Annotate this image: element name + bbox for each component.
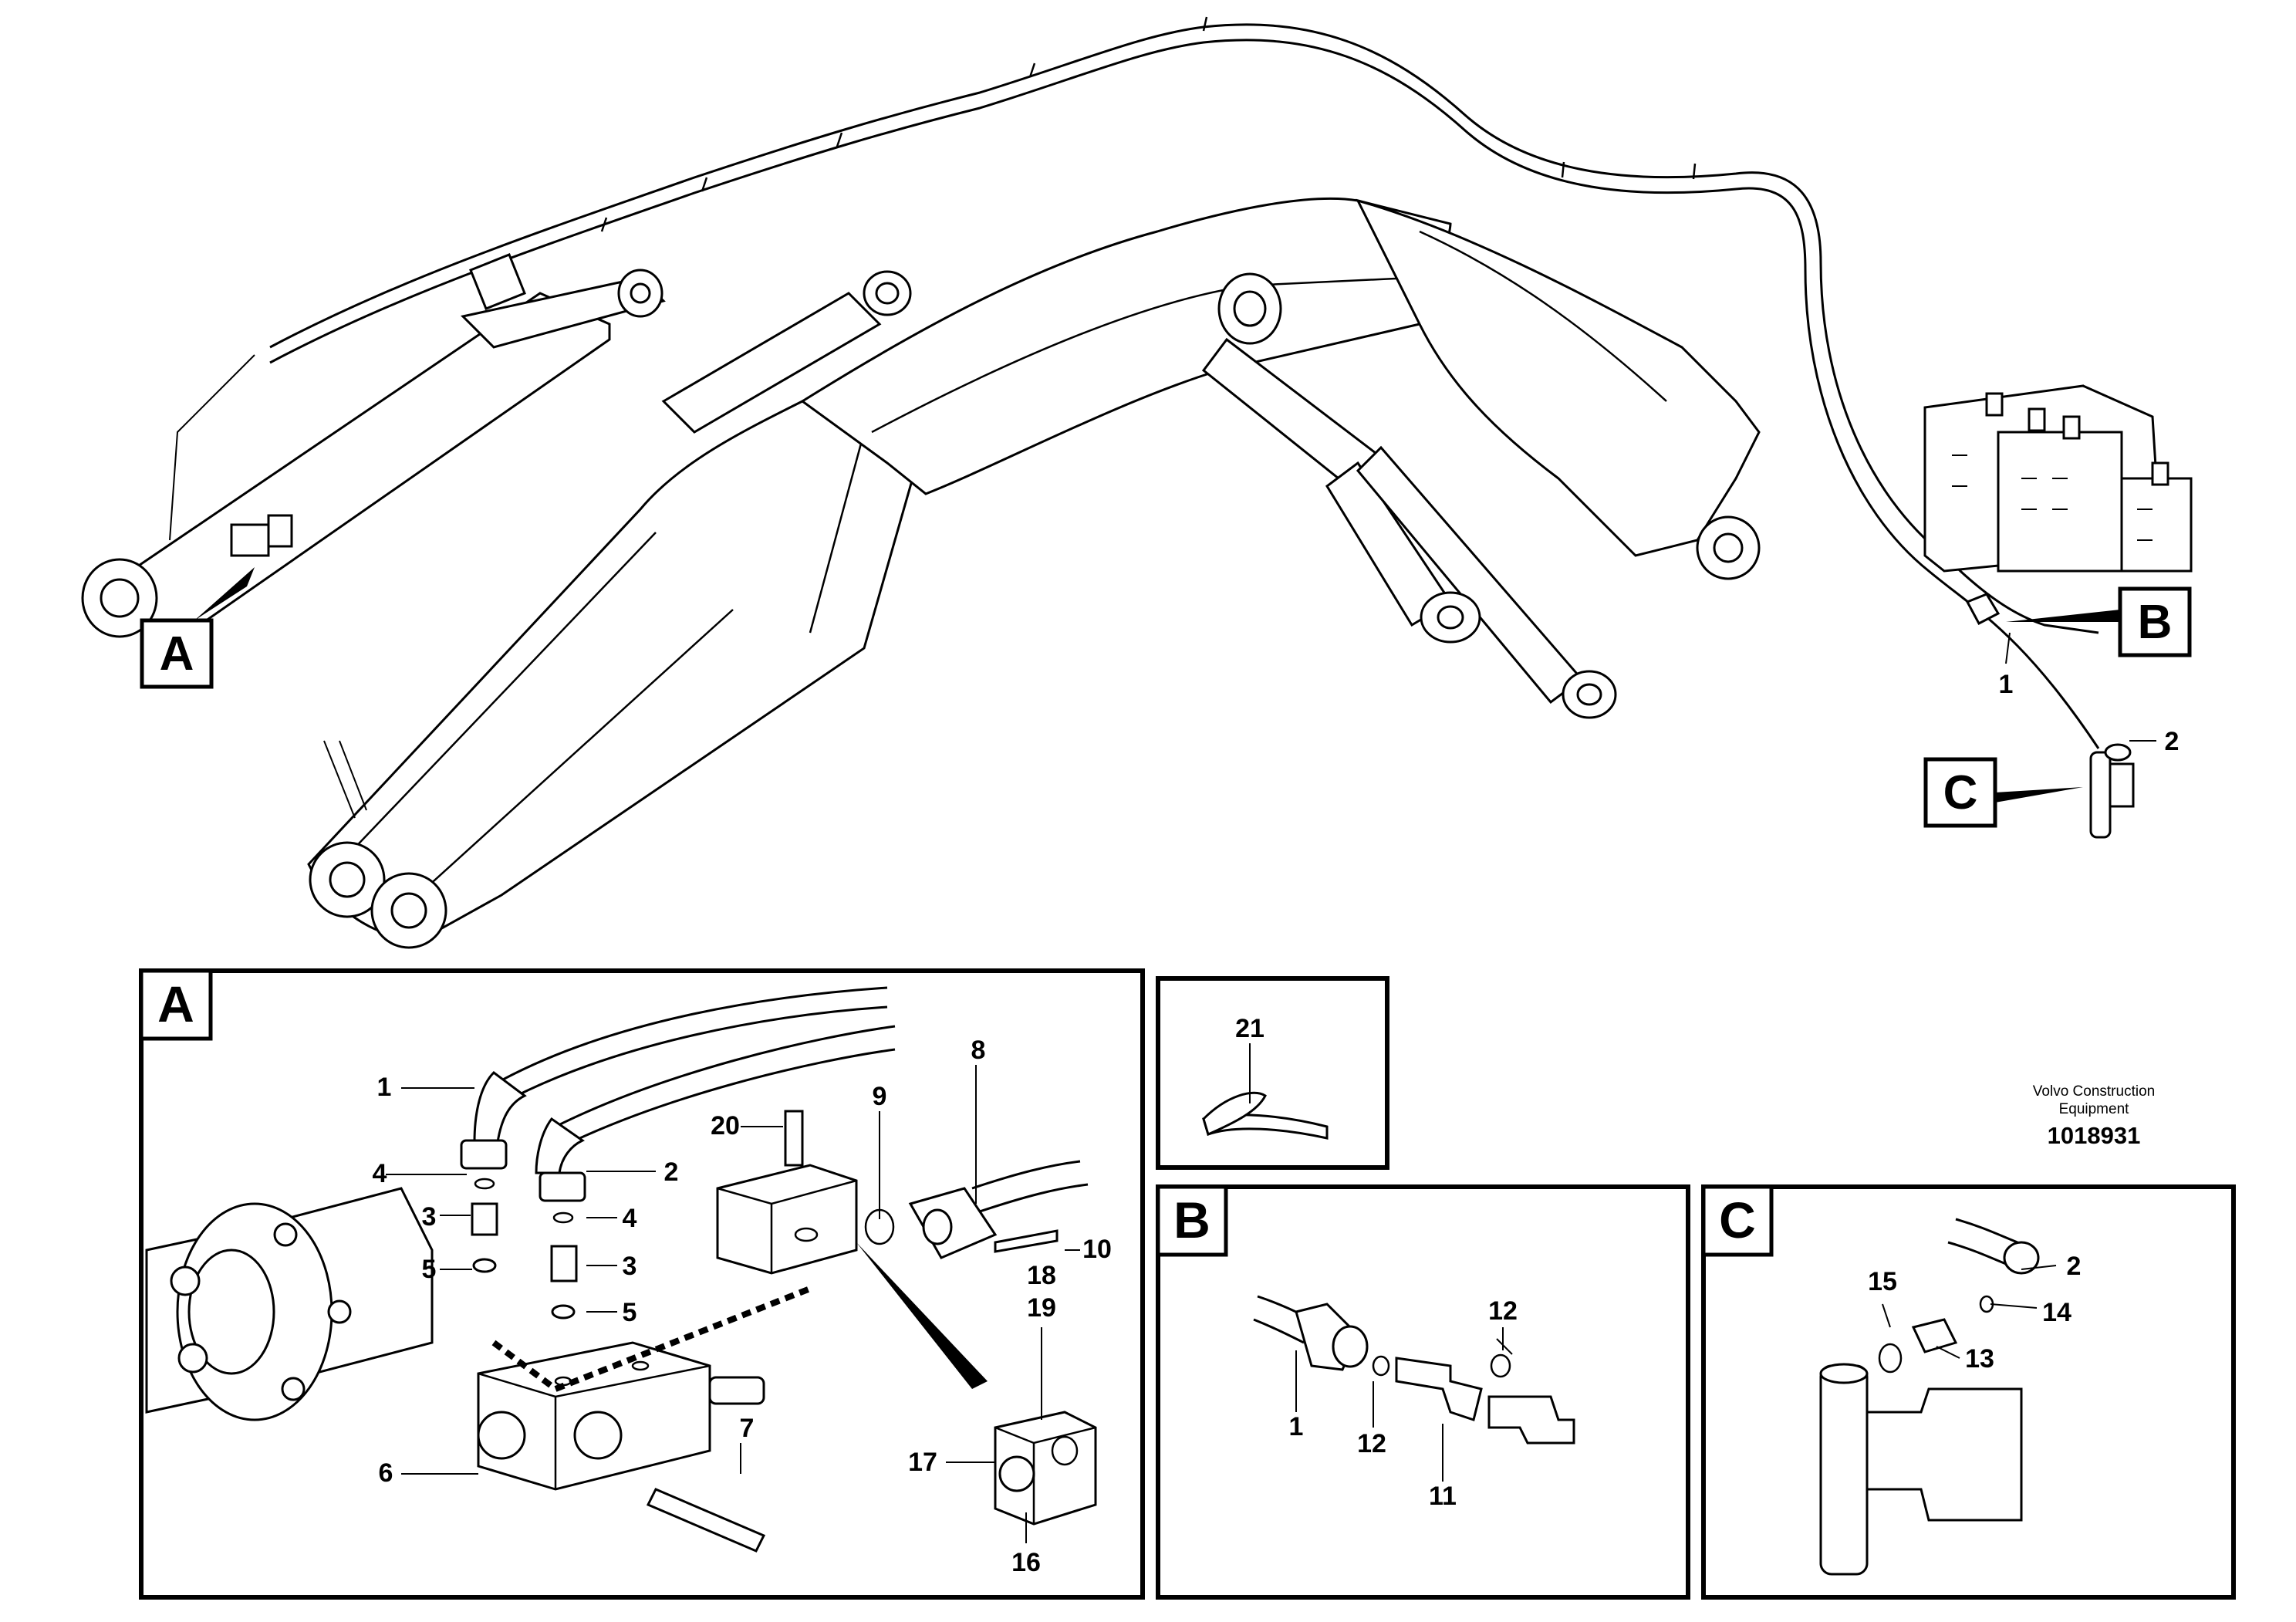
detail-a-label-9: 9 [873,1082,887,1111]
detail-a-frame [139,968,1145,1600]
control-valve-bank [1923,384,2193,626]
overview-label-2: 2 [2165,727,2180,756]
overview-label-1: 1 [1999,670,2014,699]
detail-a-label-20: 20 [711,1111,740,1140]
detail-a-label-5b: 5 [623,1298,637,1327]
hose-bracket-c [2089,743,2135,839]
boom-assembly [307,197,1761,949]
detail-a-label-1: 1 [377,1073,392,1102]
detail-a-label-4b: 4 [623,1204,637,1233]
detail-a-label-5a: 5 [422,1255,437,1284]
detail-b-tag: B [1173,1191,1210,1249]
detail-b-label-1: 1 [1289,1412,1304,1441]
detail-a-label-3b: 3 [623,1252,637,1281]
callout-c-text: C [1943,766,1978,819]
detail-cable-tie-label-21: 21 [1235,1014,1264,1043]
detail-c-label-15: 15 [1868,1267,1897,1296]
document-id: 1018931 [2048,1122,2141,1149]
callout-box-a [140,618,214,689]
detail-a-label-18: 18 [1027,1261,1056,1290]
hydraulic-hose-routing [169,16,2100,749]
detail-b-label-12b: 12 [1357,1429,1386,1458]
detail-a-label-3a: 3 [422,1202,437,1232]
detail-c-label-14: 14 [2042,1298,2071,1327]
detail-a-label-8: 8 [971,1036,986,1065]
detail-b-label-11: 11 [1429,1482,1457,1511]
detail-cable-tie-frame [1156,976,1389,1170]
detail-a-label-6: 6 [379,1458,393,1488]
detail-b: B 1 11 12 12 [1156,1184,1690,1600]
detail-b-label-12a: 12 [1488,1296,1518,1326]
detail-c-label-2: 2 [2067,1252,2082,1281]
detail-a-label-17: 17 [908,1448,937,1477]
detail-a-label-4a: 4 [373,1159,387,1188]
detail-a-tag: A [157,975,194,1032]
overview-callouts: A B C 1 2 [140,567,2192,828]
detail-c-label-13: 13 [1965,1344,1994,1374]
detail-c-tag-box [1701,1184,1774,1257]
detail-b-tag-box [1156,1184,1228,1257]
credit-line-2: Equipment [2059,1101,2130,1117]
callout-b-text: B [2138,596,2173,649]
credit-block: Volvo Construction Equipment 1018931 [2033,1083,2155,1149]
detail-a: A [139,968,1145,1600]
detail-a-label-2: 2 [664,1157,679,1187]
credit-line-1: Volvo Construction [2033,1083,2155,1100]
callout-box-c [1923,757,1997,828]
detail-a-tag-box [139,968,213,1041]
detail-c-tag: C [1719,1191,1756,1249]
detail-b-frame [1156,1184,1690,1600]
bucket-cylinders [1201,272,1617,719]
callout-a-text: A [160,627,194,681]
detail-a-label-7: 7 [740,1414,755,1443]
detail-c-frame [1701,1184,2236,1600]
callout-box-b [2118,586,2192,657]
detail-a-label-19: 19 [1027,1293,1056,1323]
detail-a-label-10: 10 [1082,1235,1112,1264]
detail-a-label-16: 16 [1011,1548,1041,1577]
hose-clamps [600,16,1697,232]
detail-cable-tie: 21 [1156,976,1389,1170]
detail-c: C 2 13 14 15 [1701,1184,2236,1600]
